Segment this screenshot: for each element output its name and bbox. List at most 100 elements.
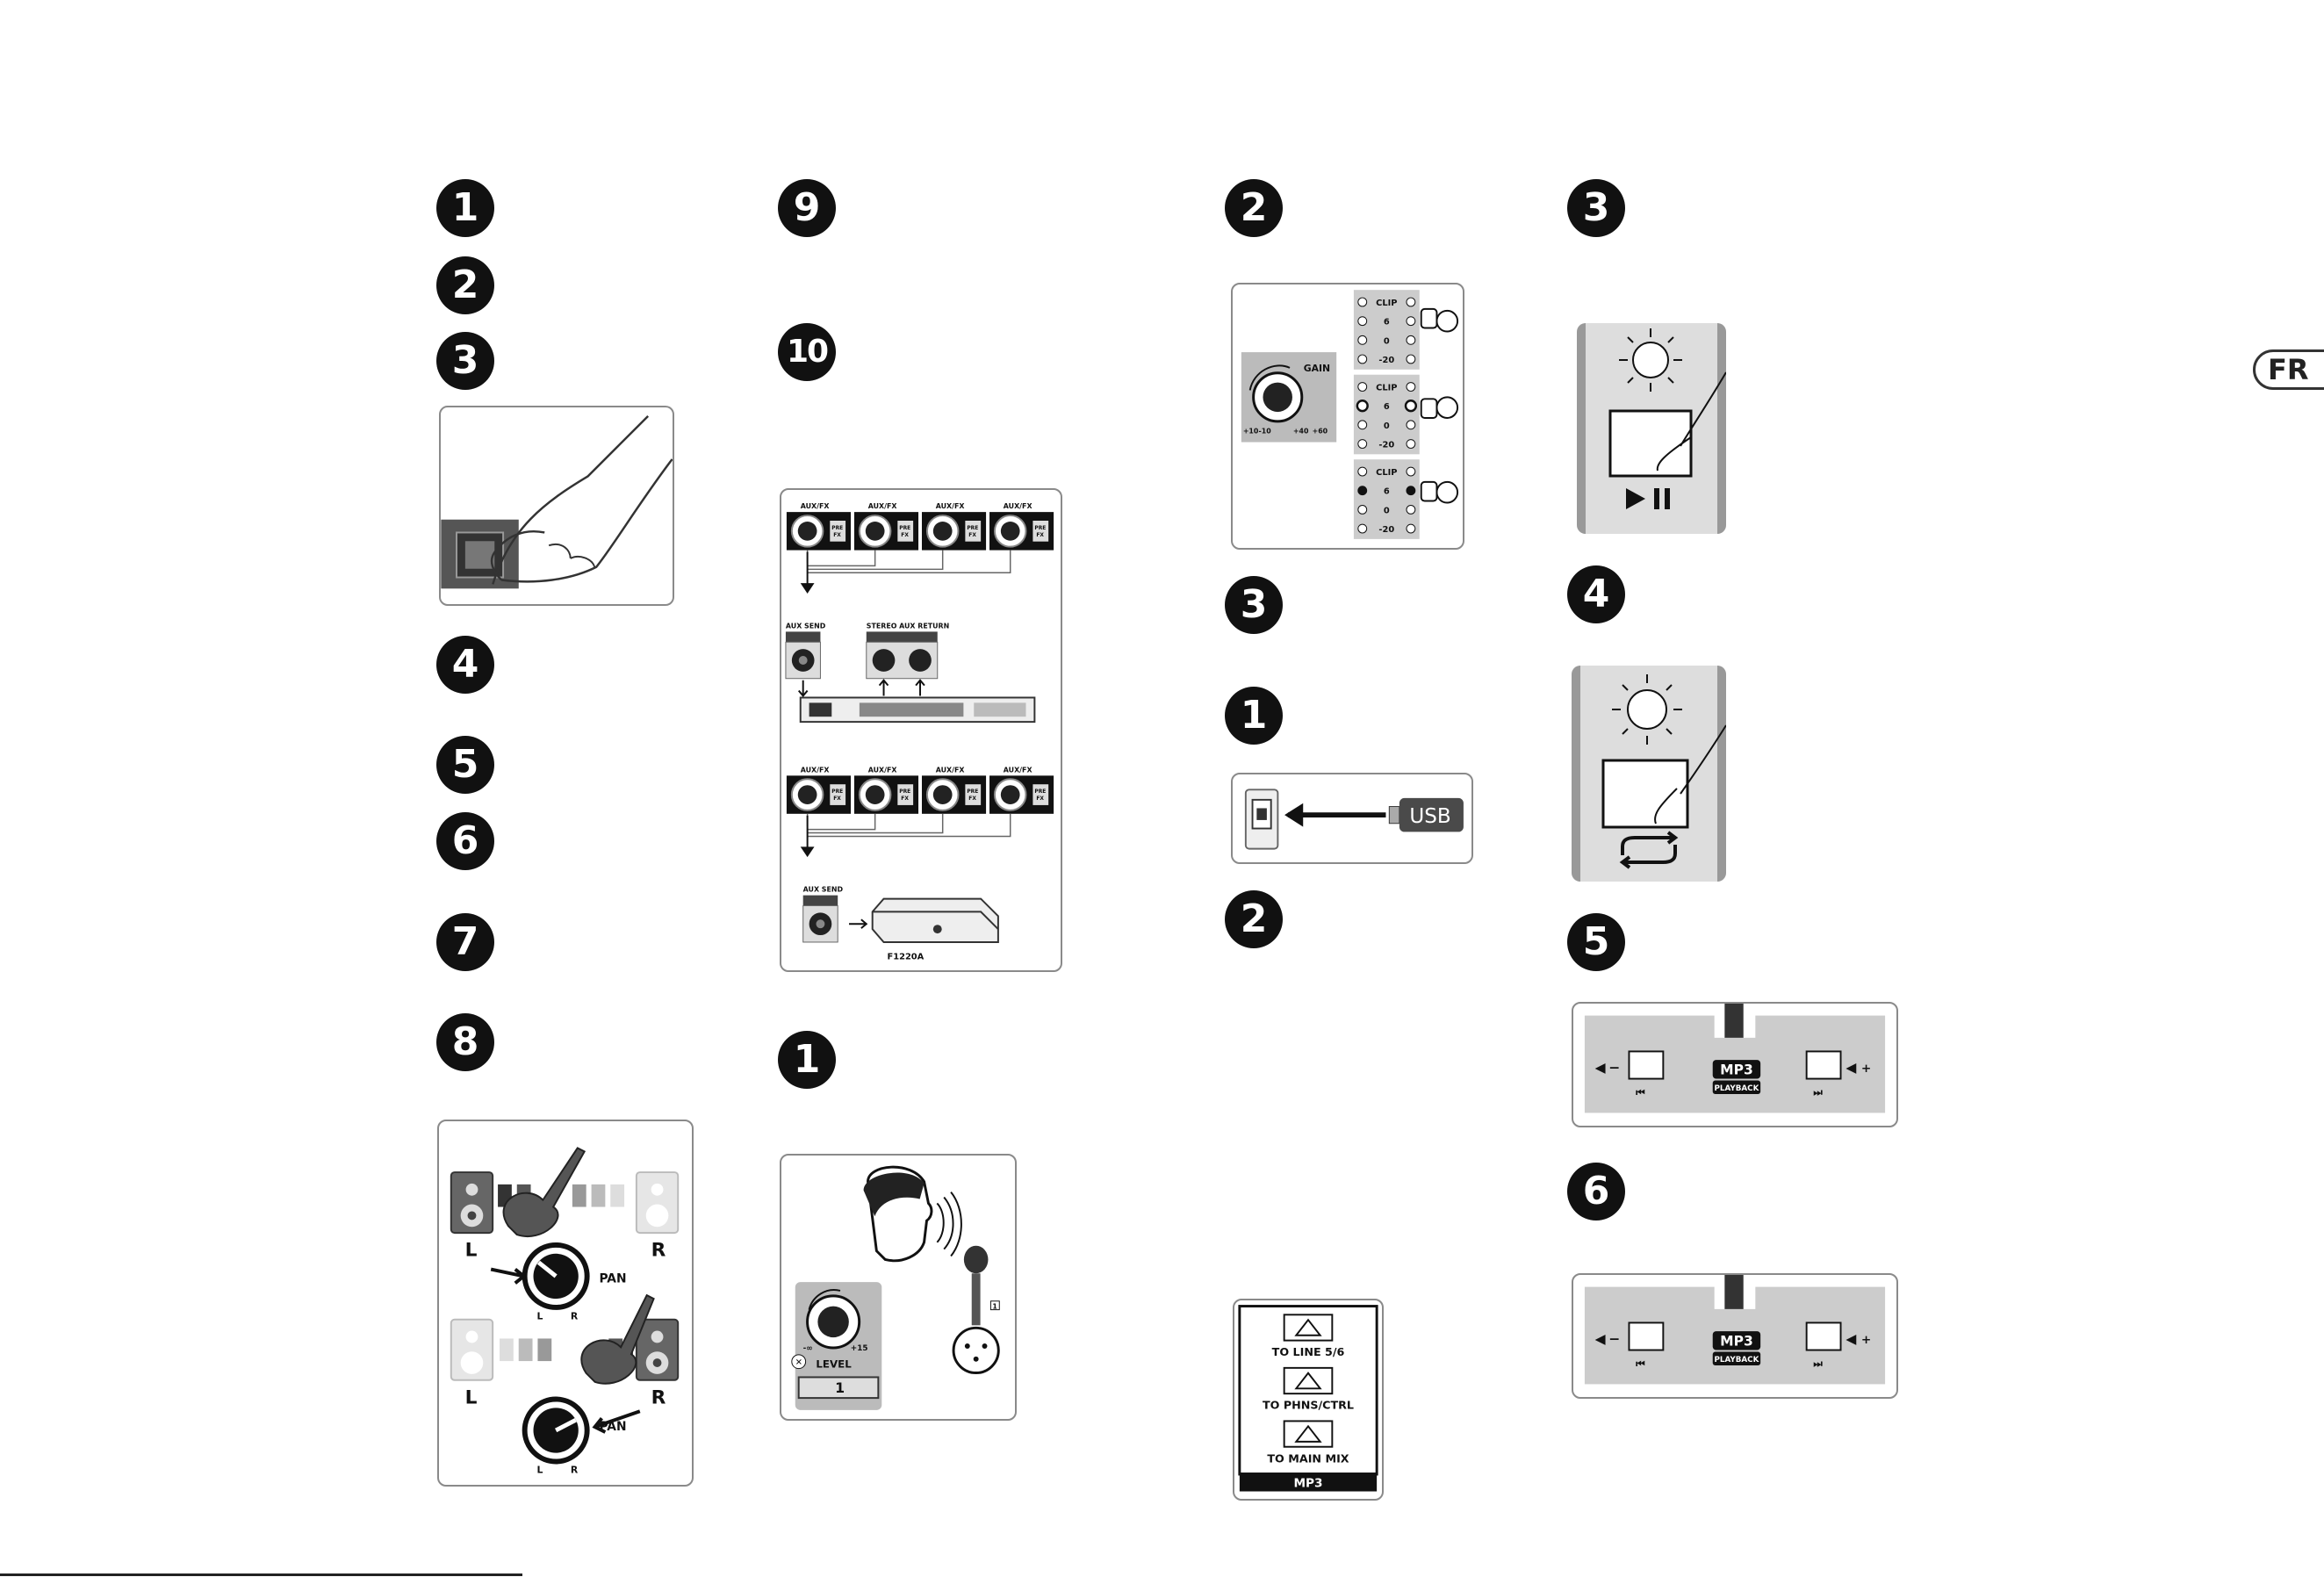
svg-text:-10: -10 (1259, 428, 1272, 436)
svg-text:+10: +10 (1243, 428, 1259, 436)
thumbs-down-face (1420, 307, 1459, 333)
svg-text:L: L (536, 1464, 543, 1475)
hand-outline (492, 414, 673, 585)
aux-fx-label: AUX/FX (801, 502, 830, 510)
meter-label: 0 (1384, 506, 1390, 515)
svg-text:USB: USB (1409, 805, 1450, 828)
arrow (1284, 803, 1304, 827)
aux-fx-label: AUX/FX (801, 766, 830, 774)
meter-label: CLIP (1376, 299, 1397, 308)
meter-label: CLIP (1376, 383, 1397, 392)
repeat-button-diagram (1572, 666, 1726, 882)
aux-fx-label: AUX/FX (868, 502, 897, 510)
svg-text:+: + (1861, 1333, 1871, 1347)
svg-text:+60: +60 (1313, 428, 1328, 436)
led-light (1627, 689, 1667, 730)
svg-text:LEVEL: LEVEL (816, 1358, 852, 1371)
usb-insert-diagram: USB (1231, 773, 1473, 864)
meter-label: 6 (1384, 402, 1390, 412)
svg-text:✕: ✕ (795, 1358, 802, 1368)
svg-text:1: 1 (992, 1303, 997, 1311)
svg-text:+15: +15 (851, 1344, 868, 1353)
meter-label: CLIP (1376, 468, 1397, 478)
svg-text:1: 1 (835, 1379, 845, 1396)
svg-text:⏮: ⏮ (1636, 1357, 1645, 1370)
meter-label: 0 (1384, 336, 1390, 346)
svg-text:MP3: MP3 (1293, 1477, 1322, 1491)
xlr-input (952, 1326, 1000, 1375)
svg-text:PAN: PAN (599, 1420, 626, 1434)
aux-fx-label: AUX/FX (1004, 502, 1032, 510)
svg-text:AUX SEND: AUX SEND (803, 886, 844, 894)
svg-text:MP3: MP3 (1720, 1334, 1753, 1350)
svg-text:⏭: ⏭ (1813, 1086, 1823, 1098)
thumbs-up-face (1420, 396, 1459, 419)
led-light (1632, 342, 1669, 378)
thumbs-down-face (1420, 480, 1459, 504)
step-badge: 4 (1567, 565, 1625, 623)
arrow (592, 1409, 641, 1434)
aux-fx-label: AUX/FX (868, 766, 897, 774)
step-badge: 2 (1225, 890, 1283, 948)
svg-text:PRE: PRE (967, 526, 978, 531)
microphone (963, 1245, 989, 1274)
step-badge: 1 (778, 1031, 836, 1089)
step-badge: 3 (436, 332, 494, 390)
step-badge: 5 (436, 736, 494, 794)
step-badge: 3 (1225, 576, 1283, 634)
meter-label: -20 (1378, 440, 1394, 450)
step-badge: 2 (1225, 179, 1283, 237)
svg-text:L: L (536, 1311, 543, 1322)
svg-text:R: R (571, 1311, 579, 1322)
step-badge: 3 (1567, 179, 1625, 237)
mic-level-diagram: -∞ +15 ✕ LEVEL 1 1 (780, 1154, 1017, 1421)
svg-text:PAN: PAN (599, 1271, 626, 1285)
step-badge: 7 (436, 913, 494, 971)
svg-text:PRE: PRE (899, 526, 910, 531)
routing-label: TO LINE 5/6 (1272, 1345, 1345, 1358)
aux-fx-label: AUX/FX (936, 502, 965, 510)
svg-text:PRE: PRE (831, 526, 843, 531)
step-badge: 5 (1567, 913, 1625, 971)
svg-text:◀: ◀ (1595, 1060, 1606, 1076)
guitar (502, 1147, 586, 1237)
svg-text:L: L (465, 1240, 478, 1262)
svg-text:GAIN: GAIN (1304, 363, 1330, 374)
language-tab[interactable]: FR (2253, 349, 2324, 390)
svg-text:−: − (1608, 1331, 1620, 1347)
finger-outline (1656, 371, 1726, 472)
svg-text:+: + (1861, 1062, 1871, 1076)
play-pause-button (1608, 409, 1693, 478)
svg-text:-∞: -∞ (803, 1344, 813, 1353)
step-badge: 10 (778, 323, 836, 381)
svg-text:FX: FX (1036, 533, 1044, 538)
step-badge: 6 (436, 812, 494, 870)
svg-text:MP3: MP3 (1720, 1062, 1753, 1078)
svg-text:⏭: ⏭ (1813, 1357, 1823, 1370)
usb-stick (1399, 797, 1464, 832)
step-badge: 1 (1225, 687, 1283, 745)
svg-text:PRE: PRE (831, 789, 843, 795)
next-volume-up-button (1805, 1050, 1842, 1080)
routing-label: TO MAIN MIX (1267, 1451, 1349, 1465)
meter-label: -20 (1378, 525, 1394, 535)
svg-text:AUX SEND: AUX SEND (786, 622, 826, 630)
svg-text:PRE: PRE (899, 789, 910, 795)
svg-text:⏮: ⏮ (1636, 1086, 1645, 1098)
step-badge: 1 (436, 179, 494, 237)
svg-text:R: R (571, 1464, 579, 1475)
finger-press-button-illustration (439, 406, 674, 606)
repeat-button (1601, 759, 1689, 829)
step-badge: 9 (778, 179, 836, 237)
aux-fx-label: AUX/FX (1004, 766, 1032, 774)
arrow (490, 1267, 527, 1285)
step-badge: 2 (436, 256, 494, 314)
sound-waves (936, 1192, 962, 1257)
mp3-playback-volume-down: ◀ − ⏮ MP3 PLAYBACK ⏭ ◀ + (1572, 1002, 1898, 1127)
svg-text:R: R (651, 1240, 666, 1262)
svg-text:PRE: PRE (1034, 789, 1046, 795)
svg-text:FX: FX (901, 796, 909, 802)
svg-text:F1220A: F1220A (887, 953, 924, 962)
svg-text:FX: FX (1036, 796, 1044, 802)
